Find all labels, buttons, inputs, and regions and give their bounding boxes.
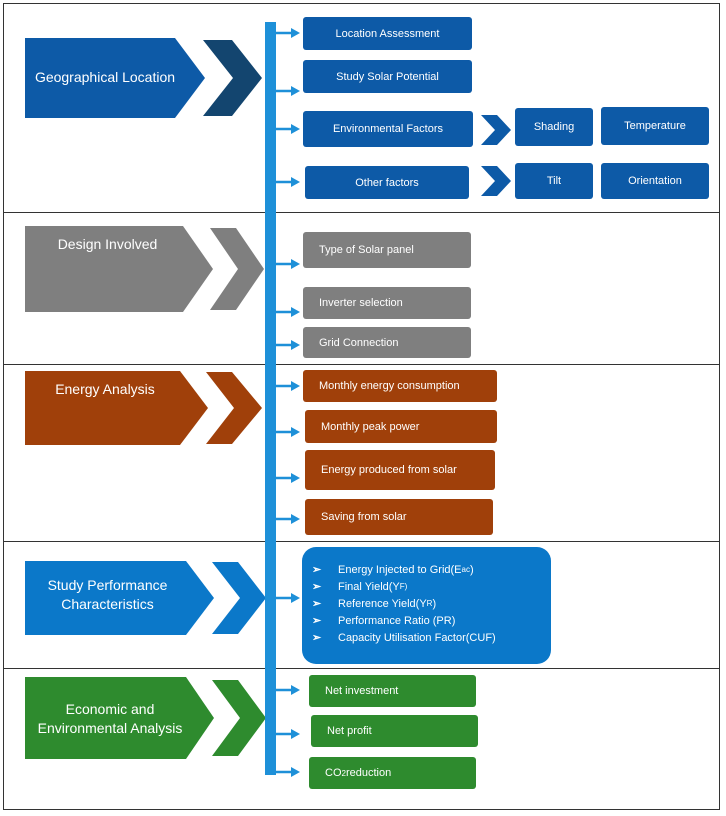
section-title-energy: Energy Analysis [55, 380, 155, 397]
box-energy-produced-from-solar: Energy produced from solar [305, 450, 495, 490]
box-net-investment: Net investment [309, 675, 476, 707]
box-net-profit: Net profit [311, 715, 478, 747]
section-title-geographical: Geographical Location [34, 68, 176, 85]
energy-chevron-icon [206, 372, 262, 444]
section-divider [3, 541, 720, 542]
perf-arrow-shape [25, 561, 214, 635]
section-divider [3, 212, 720, 213]
chevron-right-icon: ➢ [312, 564, 322, 576]
box-monthly-peak-power: Monthly peak power [305, 410, 497, 443]
diagram-frame [3, 3, 720, 810]
energy-arrow-shape [25, 371, 208, 445]
box-saving-from-solar: Saving from solar [305, 499, 493, 535]
other-chevron-icon [481, 166, 511, 196]
econ-chevron-icon [212, 680, 266, 756]
box-environmental-factors: Environmental Factors [303, 111, 473, 147]
timeline-spine [265, 22, 276, 775]
box-study-solar-potential: Study Solar Potential [303, 60, 472, 93]
box-monthly-energy-consumption: Monthly energy consumption [303, 370, 497, 402]
box-grid-connection: Grid Connection [303, 327, 471, 358]
design-arrow-shape [25, 226, 213, 312]
box-temperature: Temperature [601, 107, 709, 145]
list-item: ➢Capacity Utilisation Factor(CUF) [312, 631, 496, 645]
box-other-factors: Other factors [305, 166, 469, 199]
box-location-assessment: Location Assessment [303, 17, 472, 50]
section-divider [3, 668, 720, 669]
section-title-economic: Economic and Environmental Analysis [37, 701, 183, 736]
section-title-design: Design Involved [57, 235, 158, 252]
box-shading: Shading [515, 108, 593, 146]
geo-chevron-icon [203, 40, 262, 116]
perf-chevron-icon [212, 562, 266, 634]
box-tilt: Tilt [515, 163, 593, 199]
chevron-right-icon: ➢ [312, 598, 322, 610]
chevron-right-icon: ➢ [312, 615, 322, 627]
design-chevron-icon [210, 228, 264, 310]
econ-arrow-shape [25, 677, 214, 759]
section-divider [3, 364, 720, 365]
env-chevron-icon [481, 115, 511, 145]
section-title-performance: Study Performance Characteristics [47, 577, 168, 612]
box-inverter-selection: Inverter selection [303, 287, 471, 319]
list-item: ➢Performance Ratio (PR) [312, 614, 456, 628]
chevron-right-icon: ➢ [312, 632, 322, 644]
geo-arrow-shape [25, 38, 205, 118]
box-orientation: Orientation [601, 163, 709, 199]
chevron-right-icon: ➢ [312, 581, 322, 593]
box-type-of-solar-panel: Type of Solar panel [303, 232, 471, 268]
